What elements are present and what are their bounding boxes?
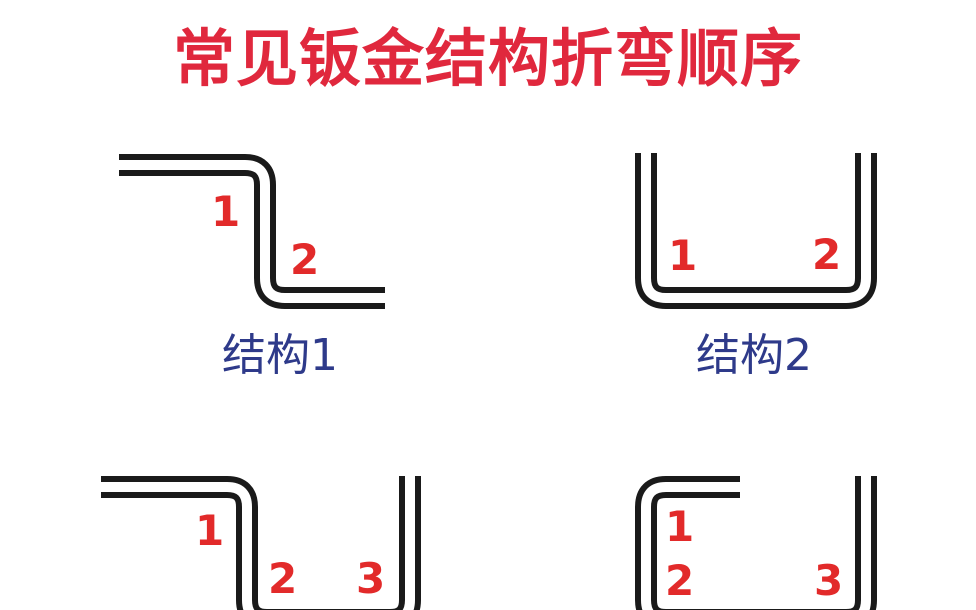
diagram-title: 常见钣金结构折弯顺序 xyxy=(172,22,803,95)
structure-1-bend-label-2: 2 xyxy=(290,235,320,284)
structure-4-bend-label-1: 1 xyxy=(665,502,695,551)
structure-4-bend-label-3: 3 xyxy=(814,556,844,605)
structure-2-caption: 结构2 xyxy=(696,330,812,381)
structure-4-bend-label-2: 2 xyxy=(665,556,695,605)
structure-3-bend-label-2: 2 xyxy=(268,554,298,603)
structure-1-caption: 结构1 xyxy=(222,330,338,381)
structure-3-bend-label-1: 1 xyxy=(195,506,225,555)
structure-1-bend-label-1: 1 xyxy=(211,187,241,236)
structure-3-bend-label-3: 3 xyxy=(356,554,386,603)
structure-2-bend-label-1: 1 xyxy=(668,231,698,280)
structure-2-bend-label-2: 2 xyxy=(812,230,842,279)
